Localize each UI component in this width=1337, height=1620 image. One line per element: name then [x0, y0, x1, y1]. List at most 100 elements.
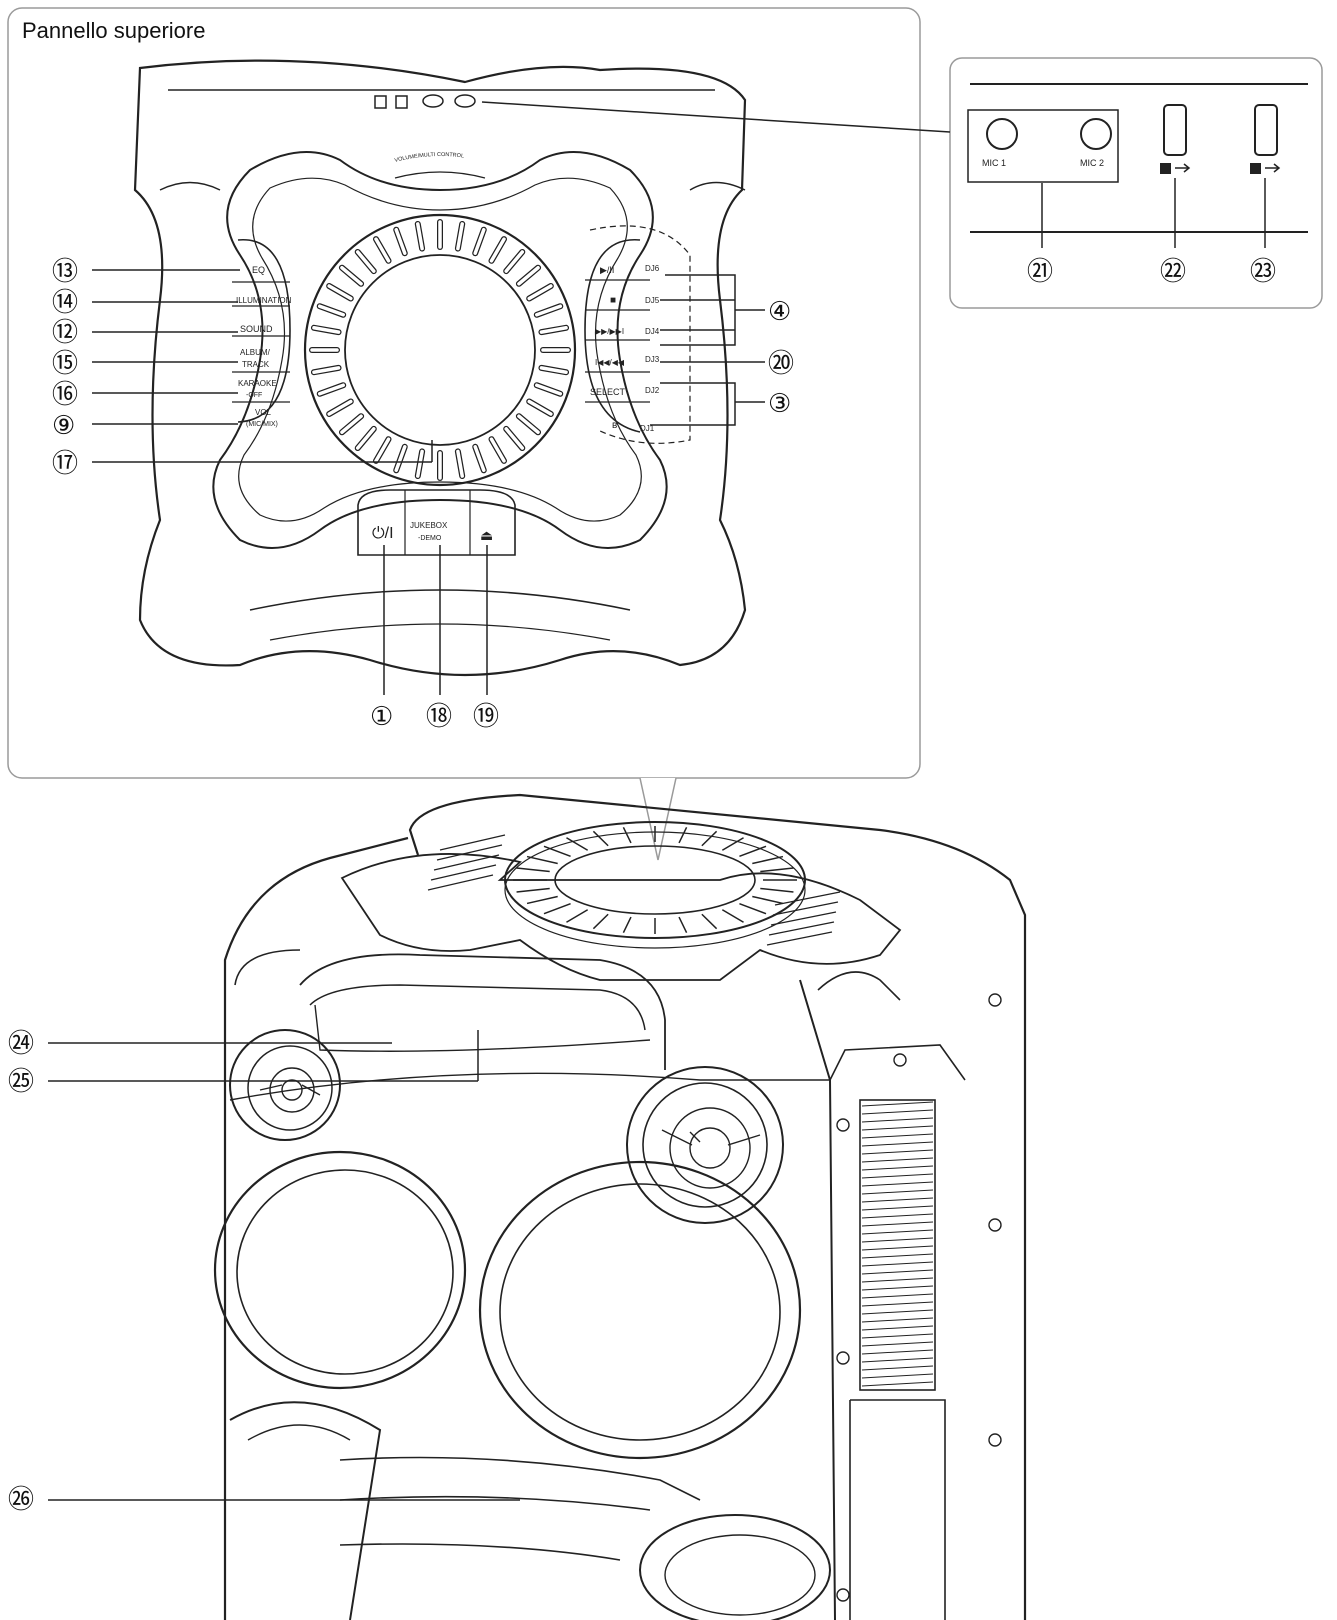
skip-forward-label: ▶▶/▶▶I [595, 327, 624, 336]
dial-slot-inner [473, 445, 486, 473]
grille-slat [861, 1149, 934, 1155]
grille-slat [861, 1165, 934, 1171]
grille-slat [861, 1325, 934, 1331]
dial-slot-inner [317, 383, 345, 396]
dial-slot [526, 895, 558, 905]
dial-slot-inner [535, 383, 563, 396]
dial-slot-inner [374, 237, 391, 263]
grille-slat [861, 1181, 934, 1187]
callout-4: ④ [768, 297, 791, 327]
callout-15: ⑮ [52, 349, 78, 379]
dial-slot-inner [539, 366, 568, 374]
dial-slot-inner [489, 237, 506, 263]
dial-slot-inner [355, 427, 376, 450]
grille-slat [861, 1133, 934, 1139]
callout-9: ⑨ [52, 411, 75, 441]
callout-12: ⑫ [52, 318, 78, 348]
callout-26: ㉖ [8, 1485, 34, 1515]
dial-slot-inner [340, 414, 363, 435]
dial-slot-inner [535, 304, 563, 317]
dial-slot-inner [539, 326, 568, 334]
grille-slat [861, 1213, 934, 1219]
dj2-label: DJ2 [645, 386, 660, 395]
vol-label-1: VOL [255, 408, 272, 417]
vol-label-2: (MIC/MIX) [246, 421, 278, 428]
dial-slot [701, 913, 718, 930]
grille-slat [861, 1173, 934, 1179]
grille-slat [861, 1261, 934, 1267]
callout-3: ③ [768, 389, 791, 419]
grille-slat [861, 1373, 934, 1379]
dial-slot-inner [327, 284, 353, 301]
skip-back-label: I◀◀/◀◀ [595, 358, 625, 367]
device-body [213, 793, 1027, 1620]
callout-23: ㉓ [1250, 257, 1276, 287]
jukebox-label-1: JUKEBOX [410, 521, 448, 530]
grille-slat [861, 1341, 934, 1347]
lower-callout-leaders [48, 1030, 520, 1501]
grille-slat [861, 1293, 934, 1299]
dial-slot-inner [394, 227, 407, 255]
dial-slot [739, 902, 767, 915]
grip-left [427, 834, 506, 891]
grille-slat [861, 1285, 934, 1291]
grille-slat [861, 1109, 934, 1115]
dial-slots [309, 219, 571, 481]
dial-slot-inner [327, 399, 353, 416]
dial-slot [592, 830, 609, 847]
stop-label: ■ [610, 295, 616, 306]
usb-b-port-icon [1254, 104, 1278, 156]
callout-16: ⑯ [52, 380, 78, 410]
grip-right [766, 891, 841, 946]
mic2-label: MIC 2 [1080, 158, 1104, 168]
dial-slot [701, 830, 718, 847]
dial-slot [566, 909, 589, 923]
karaoke-label-2: -OFF [246, 392, 262, 399]
dj3-label: DJ3 [645, 355, 660, 364]
top-unit-body [133, 59, 747, 677]
dial-slot-inner [340, 265, 363, 286]
sound-button-label: SOUND [240, 324, 273, 334]
album-track-label-2: TRACK [242, 360, 270, 369]
dj5-label: DJ5 [645, 296, 660, 305]
grille-slat [861, 1349, 934, 1355]
grille-slat [861, 1245, 934, 1251]
dial-slot [516, 867, 550, 873]
callout-19: ⑲ [473, 702, 499, 732]
dial-slot-inner [394, 445, 407, 473]
dial-slot [566, 837, 589, 851]
dial-slot [760, 887, 794, 893]
grille-slat [861, 1253, 934, 1259]
callout-22: ㉒ [1160, 257, 1186, 287]
jukebox-label-2: -DEMO [418, 535, 442, 542]
connector-inset [481, 57, 1323, 309]
mic2-jack-icon [1080, 118, 1112, 150]
grille-slat [861, 1365, 934, 1371]
callout-numbers: ⑬ ⑭ ⑫ ⑮ ⑯ ⑨ ⑰ ④ ⑳ ③ ① ⑱ ⑲ ㉑ ㉒ ㉓ ㉔ ㉕ ㉖ [8, 257, 1276, 1515]
dial-slot-inner [312, 366, 341, 374]
dial-slot [752, 855, 784, 865]
dial-slot-inner [416, 449, 424, 478]
dial-slot-inner [473, 227, 486, 255]
eq-button-label: EQ [252, 265, 265, 275]
grille-slat [861, 1125, 934, 1131]
callout-17: ⑰ [52, 449, 78, 479]
grille-slat [861, 1309, 934, 1315]
dial-slot-inner [374, 437, 391, 463]
grille-slat [861, 1189, 934, 1195]
power-button-label: ⏻/I [372, 525, 394, 542]
dial-slot-inner [416, 222, 424, 251]
grille-slat [861, 1101, 934, 1107]
callout-24: ㉔ [8, 1029, 34, 1059]
dial-slot [760, 867, 794, 873]
dial-slot-inner [517, 414, 540, 435]
grille-slat [861, 1237, 934, 1243]
dj6-label: DJ6 [645, 264, 660, 273]
callout-leaders [92, 269, 765, 695]
grille-slat [861, 1205, 934, 1211]
dial-slot-inner [317, 304, 345, 317]
grille-slat [861, 1269, 934, 1275]
grille-slat [861, 1221, 934, 1227]
grille-slat [861, 1277, 934, 1283]
